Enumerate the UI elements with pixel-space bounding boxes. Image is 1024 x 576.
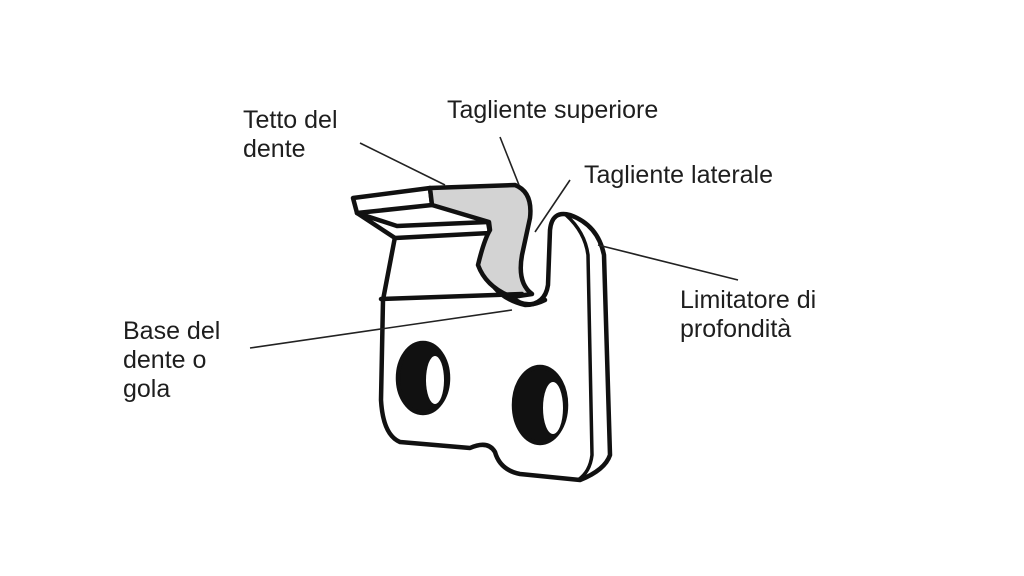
label-roof: Tetto del dente: [243, 106, 338, 164]
leader-side-edge: [534, 179, 571, 233]
leader-gullet: [249, 309, 513, 349]
depth-gauge-edge: [564, 213, 594, 482]
label-depth-gauge-line: Limitatore di: [680, 286, 817, 314]
gullet: [509, 294, 548, 307]
label-depth-gauge: Limitatore di profondità: [680, 286, 816, 344]
body-divider: [378, 291, 525, 302]
label-gullet: Base del dente o gola: [123, 317, 220, 404]
label-top-edge: Tagliente superiore: [447, 96, 659, 124]
leader-roof: [359, 142, 446, 186]
label-gullet-line: Base del: [123, 317, 221, 345]
label-roof-line: dente: [243, 135, 306, 163]
leader-depth-gauge: [597, 244, 739, 281]
rivet-hole-left-highlight: [426, 356, 444, 404]
label-depth-gauge-line: profondità: [680, 315, 792, 343]
label-gullet-line: dente o: [123, 346, 207, 374]
label-roof-line: Tetto del: [243, 106, 338, 134]
rivet-hole-right-highlight: [543, 382, 563, 434]
label-side-edge: Tagliente laterale: [584, 161, 774, 189]
top-plate: [350, 185, 435, 216]
leader-top-edge: [499, 136, 520, 186]
label-gullet-line: gola: [123, 375, 171, 403]
